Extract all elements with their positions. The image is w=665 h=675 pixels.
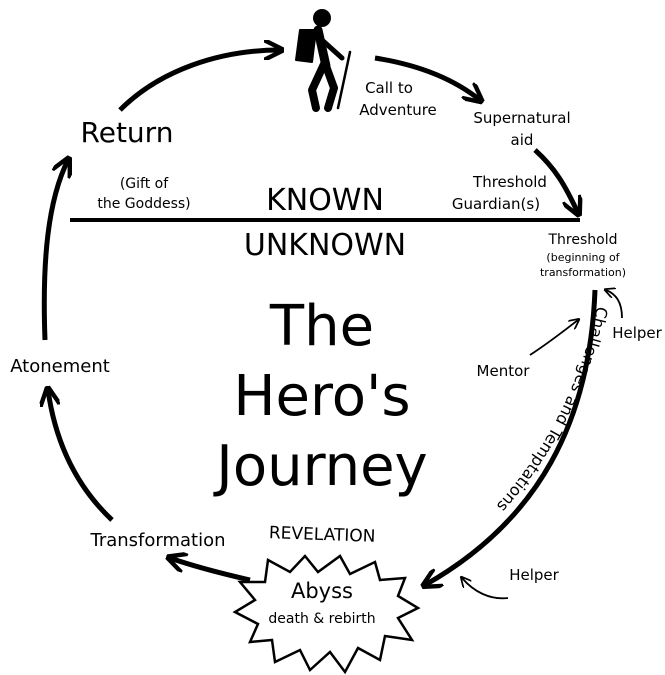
threshold-note-line-1: (beginning of — [546, 251, 620, 264]
mentor-arrow — [529, 320, 578, 356]
title-line-1: The — [269, 294, 374, 359]
arc-supernatural-aid — [533, 148, 578, 213]
mentor-label: Mentor — [477, 362, 531, 380]
call-to-adventure-line-1: Call to — [365, 79, 413, 97]
arc-call-to-adventure — [374, 55, 480, 100]
arc-return — [41, 160, 68, 341]
abyss-subtitle: death & rebirth — [268, 611, 375, 627]
gift-line-1: (Gift of — [120, 176, 169, 192]
journey-cycle — [41, 50, 598, 585]
supernatural-aid-line-1: Supernatural — [473, 109, 570, 127]
unknown-label: UNKNOWN — [244, 228, 406, 263]
helper-bottom-arrow — [462, 578, 509, 600]
arc-transformation — [170, 558, 251, 583]
supernatural-aid-line-2: aid — [511, 131, 534, 149]
helper-arrows — [462, 290, 623, 600]
arc-return-to-hero — [118, 50, 280, 112]
helper-top-arrow — [606, 290, 623, 319]
threshold-guardian-line-2: Guardian(s) — [452, 195, 540, 213]
threshold-label: Threshold — [548, 232, 618, 248]
title-line-2: Hero's — [233, 364, 410, 429]
revelation-label: REVELATION — [269, 523, 376, 547]
challenges-label: Challenges and Temptations — [493, 305, 611, 516]
arc-atonement — [48, 390, 114, 522]
known-label: KNOWN — [266, 183, 384, 218]
call-to-adventure-line-2: Adventure — [359, 101, 437, 119]
hiker-icon — [295, 9, 352, 112]
atonement-label: Atonement — [10, 356, 110, 377]
threshold-guardian-line-1: Threshold — [472, 173, 547, 191]
helper-top-label: Helper — [612, 324, 662, 342]
threshold-note-line-2: transformation) — [540, 266, 626, 279]
abyss-label: Abyss — [291, 579, 353, 603]
return-label: Return — [81, 116, 174, 149]
transformation-label: Transformation — [89, 530, 225, 551]
abyss-burst — [232, 554, 421, 675]
helper-bottom-label: Helper — [509, 566, 559, 584]
gift-line-2: the Goddess) — [97, 196, 190, 212]
title-line-3: Journey — [213, 434, 427, 499]
arc-challenges — [425, 289, 598, 585]
